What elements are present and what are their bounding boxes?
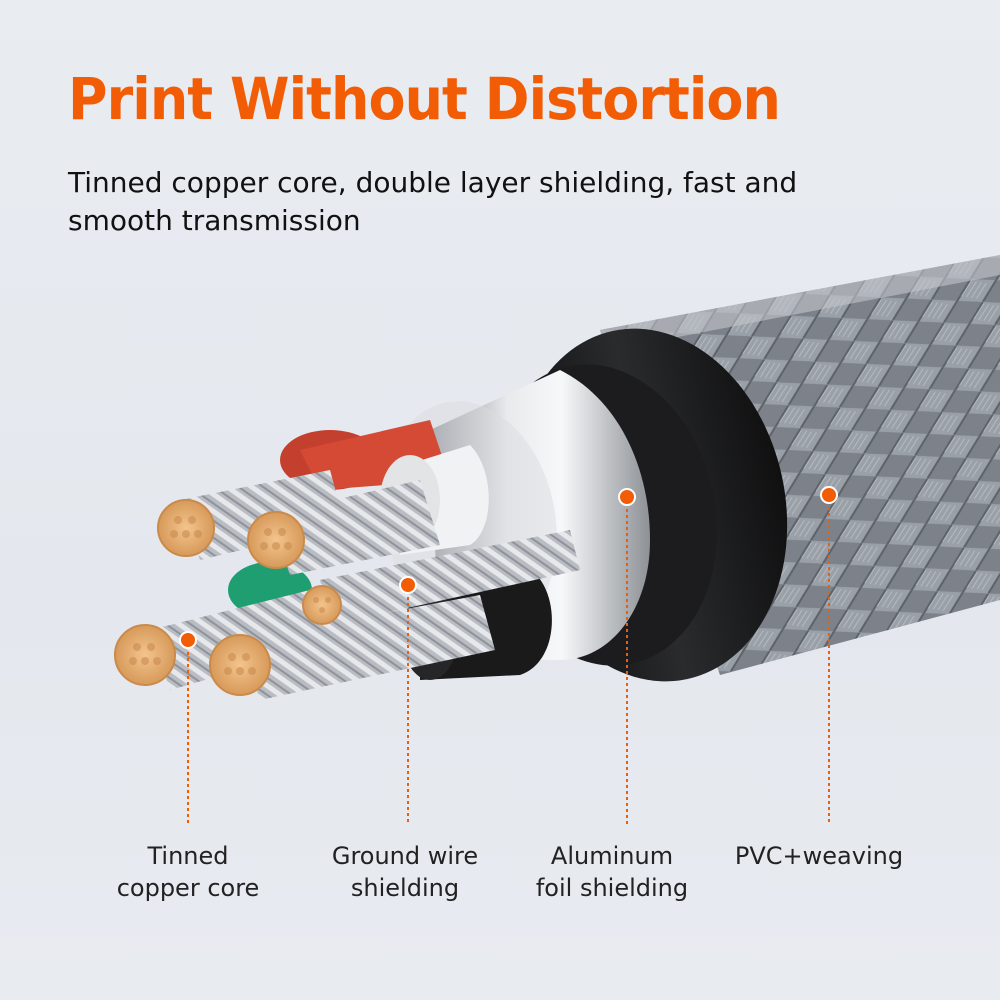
callout-label-line: PVC+weaving — [734, 842, 904, 870]
callout-label-line: Ground wire — [331, 842, 479, 870]
page-subtitle: Tinned copper core, double layer shieldi… — [68, 166, 798, 237]
callout-label-aluminum-foil-shielding: Aluminum foil shielding — [502, 840, 722, 904]
callout-label-ground-wire-shielding: Ground wire shielding — [295, 840, 515, 904]
callout-label-line: foil shielding — [535, 874, 689, 902]
callout-label-line: Tinned — [147, 842, 229, 870]
callout-label-tinned-copper-core: Tinned copper core — [78, 840, 298, 904]
callout-label-pvc-weaving: PVC+weaving — [709, 840, 929, 872]
callout-label-line: shielding — [350, 874, 460, 902]
page-title: Print Without Distortion — [68, 65, 781, 133]
callout-dot-copper — [179, 631, 197, 649]
callout-label-line: copper core — [116, 874, 260, 902]
callout-markers — [187, 495, 830, 825]
copper-core-ends — [114, 499, 342, 696]
callout-dot-pvc — [820, 486, 838, 504]
callout-dot-ground — [399, 576, 417, 594]
callout-dot-foil — [618, 488, 636, 506]
callout-label-line: Aluminum — [550, 842, 674, 870]
